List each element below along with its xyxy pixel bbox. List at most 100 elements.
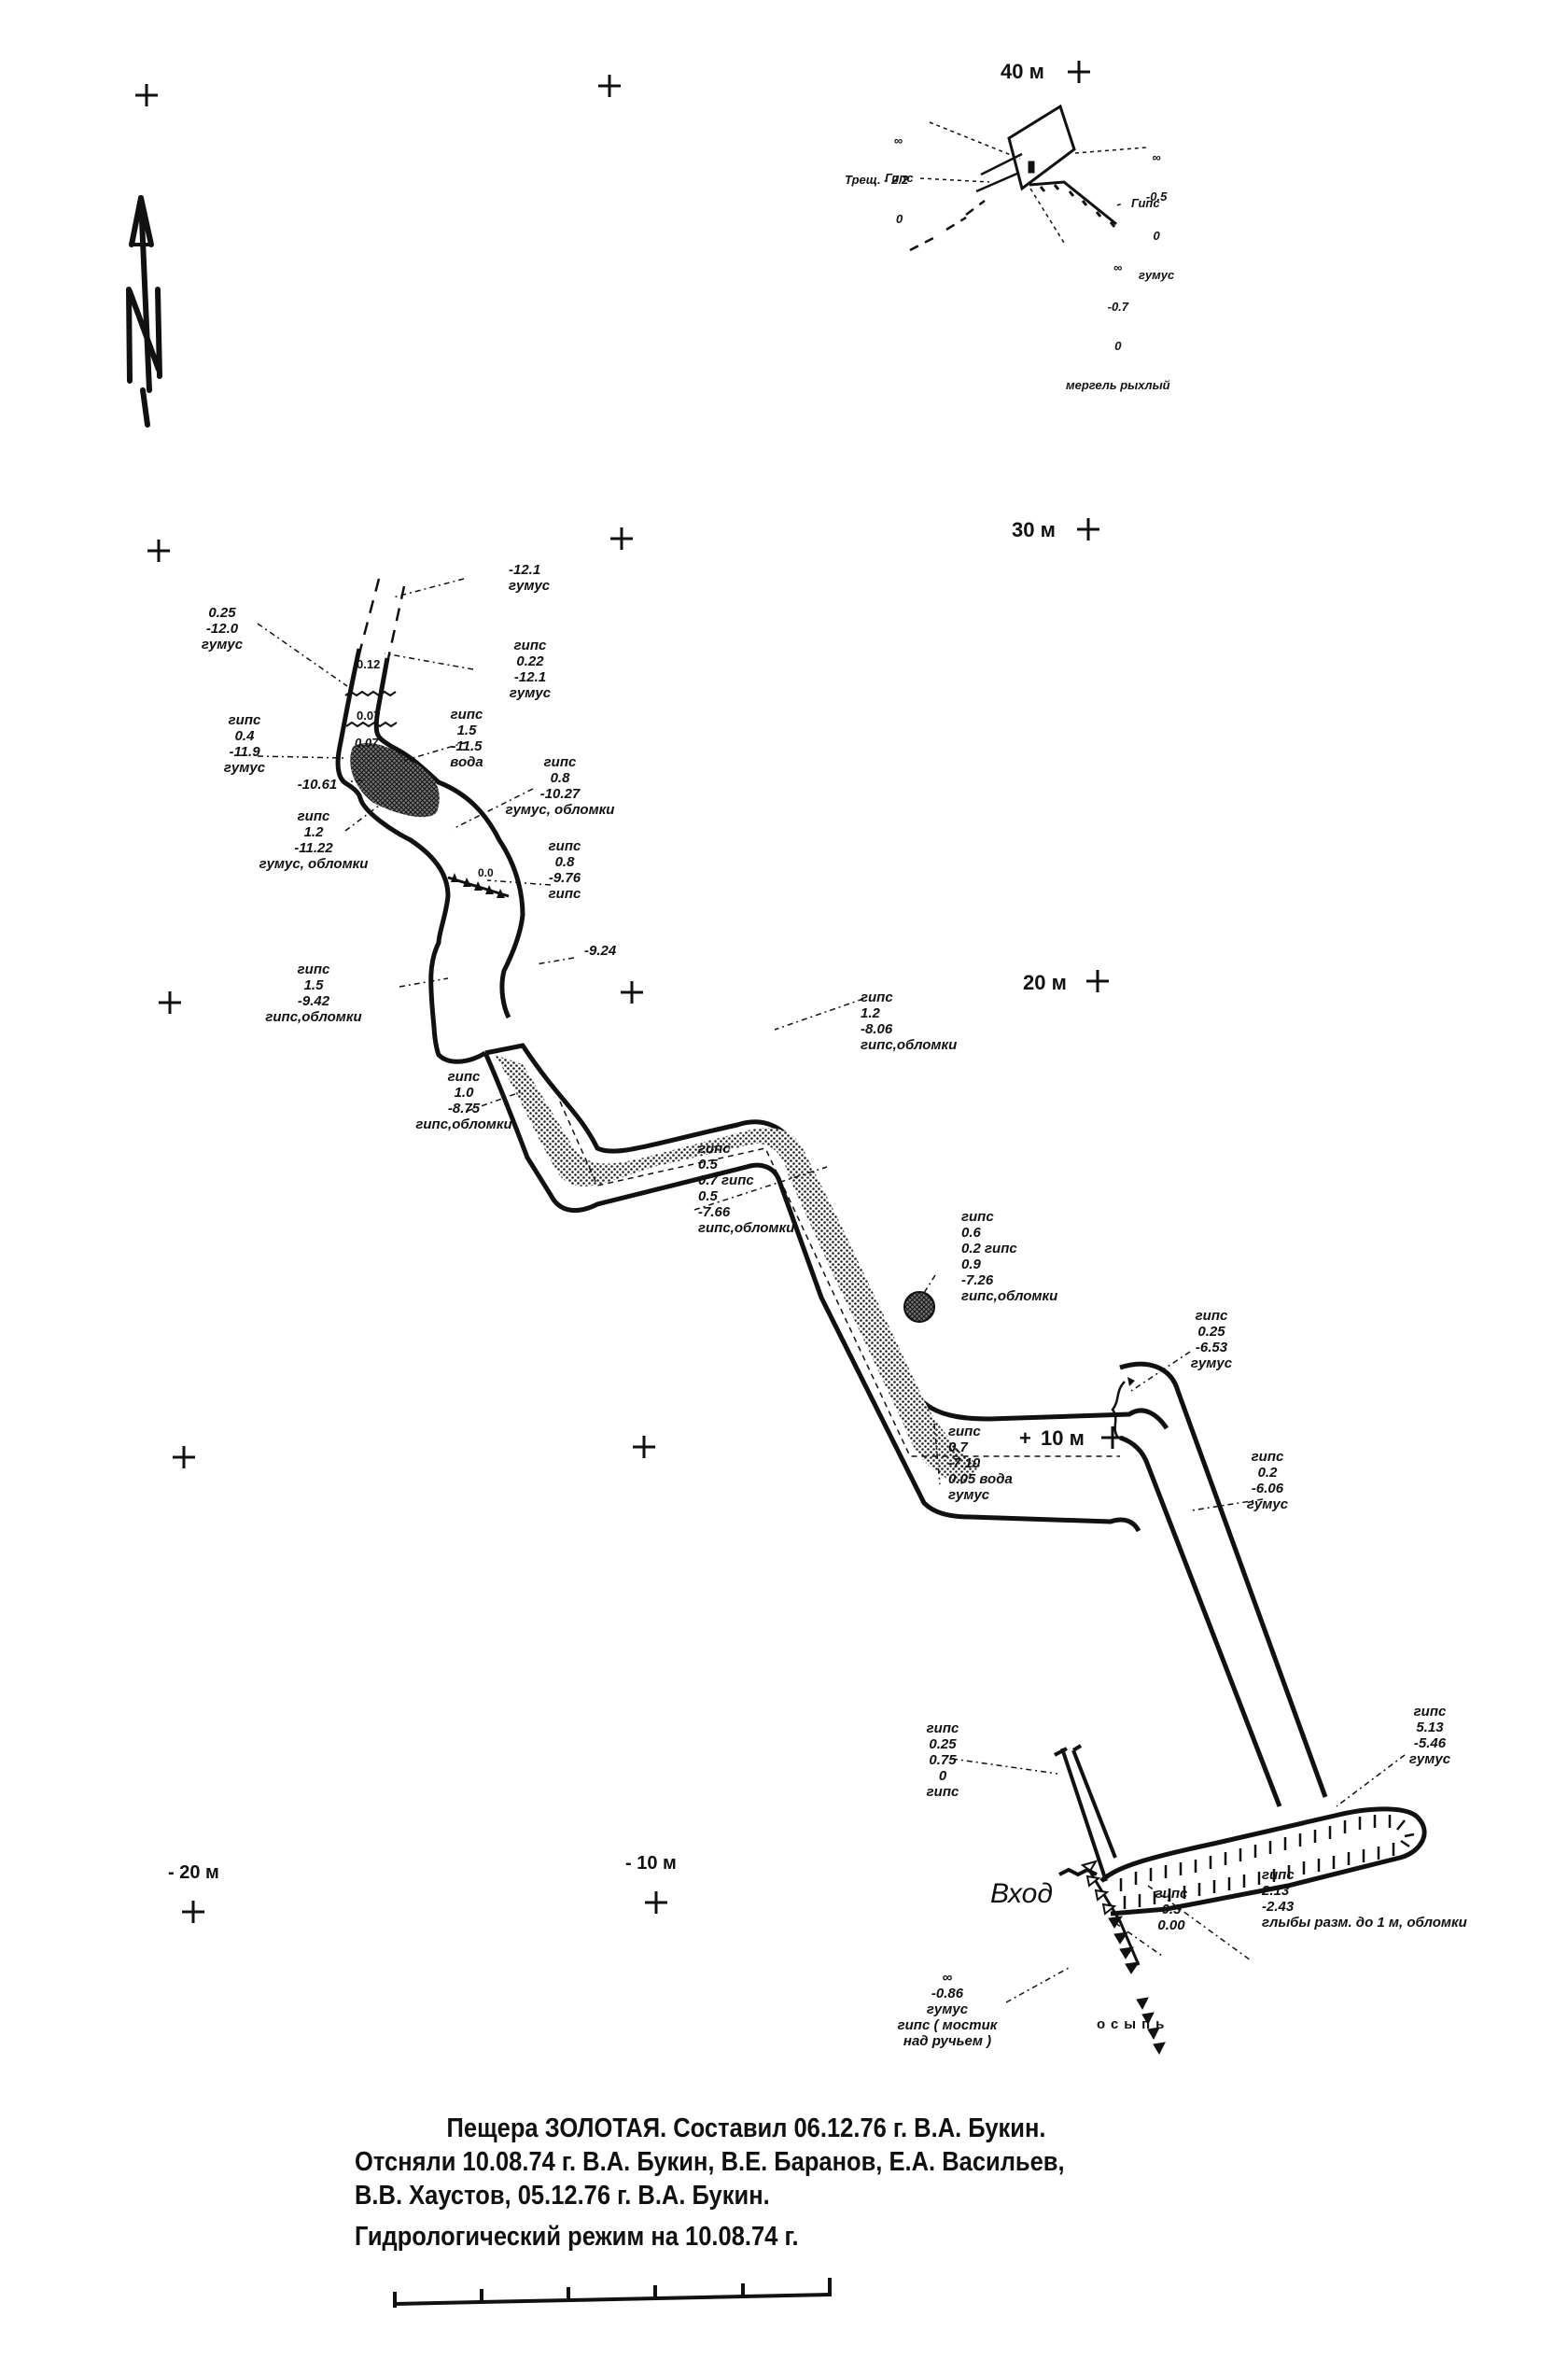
scree-triangles (1108, 1916, 1141, 1974)
label-line: 0.25 (929, 1736, 957, 1752)
passage-inner-label: 0.07 (355, 736, 379, 750)
scree-triangles-lower (1136, 1997, 1166, 2056)
label-line: гипс (447, 1069, 481, 1085)
middle-passage (483, 1043, 1169, 1533)
label-line: ∞ (1113, 260, 1123, 274)
wavy-line (345, 721, 398, 728)
label-line: -8.06 (861, 1021, 893, 1037)
grid-cross (173, 1446, 195, 1468)
label-line: глыбы разм. до 1 м, обломки (1262, 1915, 1467, 1931)
label-line: -7.66 (698, 1204, 731, 1220)
map-caption: Пещера ЗОЛОТАЯ. Составил 06.12.76 г. В.А… (355, 2112, 1340, 2254)
label-line: -6.53 (1195, 1340, 1228, 1355)
label-line: гипс (1155, 1886, 1188, 1902)
label-line: ∞ (893, 133, 903, 147)
grid-cross (645, 1891, 667, 1914)
grid-cross (598, 75, 621, 97)
label-line: 0 (895, 212, 903, 226)
label-line: гумус, обломки (259, 856, 369, 872)
label-line: гипс (926, 1784, 959, 1800)
wall-corner-mark (1127, 1377, 1135, 1386)
label-line: гипс,обломки (698, 1220, 795, 1236)
label-line: 0.3 (1161, 1902, 1182, 1917)
label-line: гипс,обломки (265, 1009, 362, 1025)
label-line: гипс (548, 838, 581, 854)
grid-cross (159, 991, 181, 1014)
label-line: гипс (1251, 1449, 1284, 1465)
label-line: 0.25 (208, 605, 236, 621)
label-line: -6.06 (1251, 1481, 1284, 1496)
grid-cross (1068, 61, 1090, 83)
label-line: -12.1 (513, 669, 547, 685)
label-line: гумус (1408, 1751, 1451, 1767)
label-line: 1.2 (861, 1005, 880, 1021)
caption-line-4: Гидрологический режим на 10.08.74 г. (355, 2222, 799, 2252)
label-line: гипс (961, 1209, 994, 1225)
label-line: -0.5 (1145, 190, 1168, 204)
passage-inner-label: 0.07 (357, 709, 381, 723)
label-line: 0.75 (929, 1752, 957, 1768)
lower-passage (1119, 1361, 1328, 1807)
label-line: гипс ( мостик (897, 2017, 998, 2033)
caption-line-3: В.В. Хаустов, 05.12.76 г. В.А. Букин. (355, 2181, 770, 2211)
grid-label-10m-plus: + (1019, 1426, 1031, 1450)
grid-cross (1086, 970, 1109, 992)
label-line: гумус (1246, 1496, 1289, 1512)
wavy-breakdown (1111, 1381, 1126, 1439)
label-line: гумус (223, 760, 266, 776)
passage-wall-left (335, 648, 487, 1064)
label-line: 2.13 (1262, 1883, 1290, 1899)
scree-label: осыпь (1097, 2016, 1170, 2032)
label-line: Гипс (1131, 196, 1160, 210)
label-line: гипс (228, 712, 261, 728)
label-line: -11.5 (451, 738, 483, 754)
passage-dashed-walls (357, 578, 406, 664)
label-line: гипс (926, 1720, 959, 1736)
label-line: гумус (1190, 1355, 1233, 1371)
wavy-line (344, 690, 397, 697)
passage-inner-label: 0.12 (357, 657, 381, 671)
label-line: гумус, обломки (505, 802, 615, 818)
grid-label-minus10m: - 10 м (625, 1853, 677, 1874)
label-line: -12.0 (205, 621, 239, 637)
label-line: -11.9 (229, 744, 260, 760)
label-line: 1.5 (303, 977, 324, 993)
label-line: гипс (1413, 1704, 1447, 1720)
grid-label-minus20m: - 20 м (168, 1862, 219, 1883)
grid-label-10m: 10 м (1041, 1426, 1085, 1450)
label-line: -10.27 (539, 786, 581, 802)
label-line: 0.6 (961, 1225, 981, 1241)
label-line: гипс (548, 886, 581, 902)
inset-label-crack: ∞ Трещ. - 2.2 0 (845, 108, 908, 239)
label-line: гипс,обломки (861, 1037, 958, 1053)
station-label: -10.61 (298, 777, 338, 793)
label-line: 1.2 (303, 824, 324, 840)
inset-label-gypsum-2: Гипс (1131, 195, 1160, 211)
label-line: -0.86 (931, 1986, 964, 2001)
grid-cross (610, 527, 633, 550)
label-line: гипс (297, 962, 330, 977)
rock-pile (903, 1291, 935, 1323)
label-line: гумус (926, 2001, 969, 2017)
label-line: 1.5 (456, 723, 477, 738)
label-line: гумус (201, 637, 244, 653)
label-line: -8.75 (447, 1101, 481, 1116)
label-line: 0.7 (948, 1439, 968, 1455)
label-line: 0.9 (961, 1257, 981, 1272)
caption-line-2: Отсняли 10.08.74 г. В.А. Букин, В.Е. Бар… (355, 2147, 1065, 2177)
label-line: ∞ (1152, 150, 1161, 164)
